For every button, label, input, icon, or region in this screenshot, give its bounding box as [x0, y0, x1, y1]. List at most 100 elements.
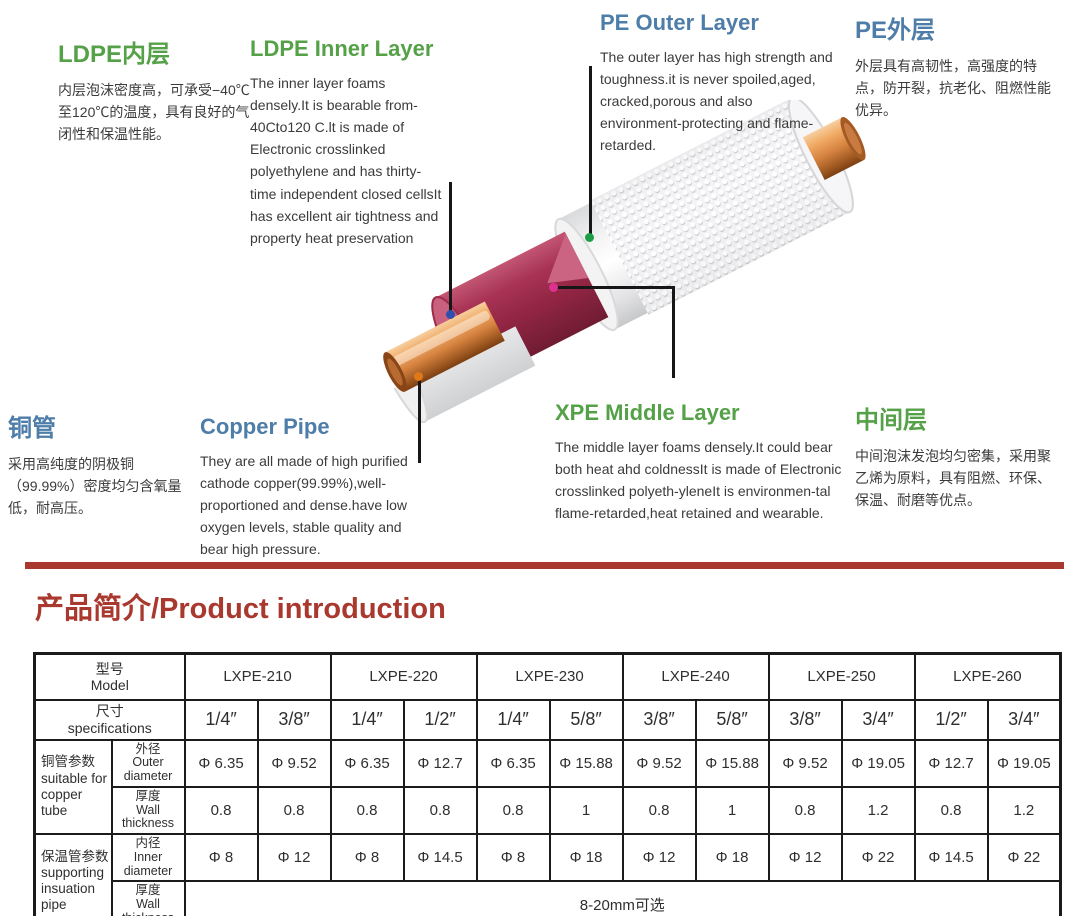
- annotation-body: 中间泡沫发泡均匀密集，采用聚乙烯为原料，具有阻燃、环保、保温、耐磨等优点。: [855, 448, 1051, 509]
- value-cell-line: 1: [727, 801, 737, 819]
- annotation-title: PE外层: [855, 17, 936, 44]
- size-cell: 1/2″: [913, 698, 989, 741]
- leader-line-ldpe: [449, 182, 452, 314]
- value-cell: Φ 19.05: [840, 738, 916, 788]
- value-cell: Φ 14.5: [402, 832, 478, 883]
- annotation-xpe-cn: 中间层 中间泡沫发泡均匀密集，采用聚乙烯为原料，具有阻燃、环保、保温、耐磨等优点…: [855, 400, 1061, 511]
- value-cell: Φ 22: [840, 832, 916, 883]
- param-label-cell-line: 外径: [135, 741, 161, 756]
- value-cell: Φ 12: [767, 832, 843, 883]
- value-cell: Φ 15.88: [694, 738, 770, 788]
- annotation-copper-en: Copper Pipe They are all made of high pu…: [200, 414, 422, 561]
- value-cell: Φ 18: [548, 832, 624, 883]
- size-cell-line: 1/4″: [351, 709, 383, 729]
- size-cell: 1/2″: [402, 698, 478, 741]
- value-cell-line: 0.8: [429, 801, 451, 819]
- size-cell: 3/8″: [621, 698, 697, 741]
- value-cell: Φ 12: [621, 832, 697, 883]
- size-label-cell-line: specifications: [67, 719, 152, 736]
- group-label-cell-line: 铜管参数: [41, 754, 95, 770]
- param-label-cell-line: Wall thickness: [121, 802, 175, 831]
- value-cell: Φ 12.7: [913, 738, 989, 788]
- pipe-illustration: [383, 100, 866, 424]
- model-cell: LXPE-230: [475, 652, 624, 701]
- value-cell: 1.2: [986, 785, 1062, 836]
- value-cell: Φ 9.52: [621, 738, 697, 788]
- value-cell: 1: [694, 785, 770, 836]
- value-cell-line: 0.8: [210, 801, 232, 819]
- size-cell-line: 1/4″: [205, 709, 237, 729]
- leader-line-copper: [418, 378, 421, 463]
- annotation-body: 内层泡沫密度高，可承受−40℃至120℃的温度，具有良好的气闭性和保温性能。: [58, 82, 250, 143]
- size-cell-line: 3/4″: [1008, 709, 1040, 729]
- annotation-title: LDPE Inner Layer: [250, 36, 434, 61]
- model-cell: LXPE-220: [329, 652, 478, 701]
- model-label-cell-line: Model: [90, 676, 129, 693]
- value-cell: 0.8: [913, 785, 989, 836]
- value-cell-line: 0.8: [356, 801, 378, 819]
- annotation-body: The outer layer has high strength and to…: [600, 49, 833, 154]
- value-cell: 0.8: [329, 785, 405, 836]
- size-cell-line: 1/2″: [424, 709, 456, 729]
- value-cell-line: Φ 6.35: [344, 754, 390, 772]
- annotation-pe-cn: PE外层 外层具有高韧性，高强度的特点，防开裂，抗老化、阻燃性能优异。: [855, 10, 1061, 121]
- model-cell-line: LXPE-230: [515, 668, 584, 686]
- size-cell: 5/8″: [548, 698, 624, 741]
- annotation-ldpe-en: LDPE Inner Layer The inner layer foams d…: [250, 36, 442, 249]
- param-label-cell-line: 厚度: [135, 788, 161, 803]
- value-cell: 0.8: [475, 785, 551, 836]
- annotation-title: LDPE内层: [58, 41, 171, 68]
- annotation-ldpe-cn: LDPE内层 内层泡沫密度高，可承受−40℃至120℃的温度，具有良好的气闭性和…: [58, 34, 250, 145]
- value-cell-line: 0.8: [940, 801, 962, 819]
- size-cell-line: 3/8″: [789, 709, 821, 729]
- value-cell-line: Φ 12: [642, 849, 676, 867]
- annotation-body: 采用高纯度的阴极铜（99.99%）密度均匀含氧量低，耐高压。: [8, 456, 182, 517]
- param-label-cell-line: Wall thickness: [122, 897, 174, 916]
- value-cell: Φ 22: [986, 832, 1062, 883]
- model-cell: LXPE-210: [183, 652, 332, 701]
- section-divider-bar: [25, 562, 1064, 569]
- value-cell: Φ 6.35: [183, 738, 259, 788]
- size-cell-line: 5/8″: [716, 709, 748, 729]
- value-cell: Φ 6.35: [475, 738, 551, 788]
- model-cell-line: LXPE-260: [953, 668, 1022, 686]
- span-value-cell-line: 8-20mm可选: [579, 897, 665, 915]
- value-cell-line: Φ 9.52: [636, 754, 682, 772]
- value-cell-line: Φ 18: [715, 849, 749, 867]
- value-cell: Φ 8: [475, 832, 551, 883]
- value-cell-line: Φ 15.88: [705, 754, 759, 772]
- section-title: 产品简介/Product introduction: [35, 593, 446, 625]
- value-cell-line: Φ 22: [861, 849, 895, 867]
- value-cell-line: Φ 12: [788, 849, 822, 867]
- value-cell-line: Φ 14.5: [417, 849, 463, 867]
- value-cell-line: 1: [581, 801, 591, 819]
- size-cell: 3/4″: [840, 698, 916, 741]
- group-label-cell-line: suitable for copper tube: [41, 770, 108, 818]
- value-cell: Φ 14.5: [913, 832, 989, 883]
- value-cell-line: Φ 22: [1007, 849, 1041, 867]
- param-label-cell-line: 厚度: [135, 883, 161, 898]
- leader-line-xpe-v: [672, 286, 675, 378]
- leader-line-pe: [589, 66, 592, 236]
- value-cell-line: Φ 6.35: [198, 754, 244, 772]
- value-cell: 0.8: [402, 785, 478, 836]
- leader-dot-pe: [585, 233, 594, 242]
- value-cell-line: Φ 8: [354, 849, 380, 867]
- value-cell-line: Φ 14.5: [928, 849, 974, 867]
- param-label-cell-line: Outer diameter: [123, 755, 173, 783]
- value-cell: Φ 12: [256, 832, 332, 883]
- value-cell: 1.2: [840, 785, 916, 836]
- value-cell-line: 1.2: [1013, 801, 1035, 819]
- annotation-xpe-en: XPE Middle Layer The middle layer foams …: [555, 400, 847, 524]
- value-cell-line: 0.8: [648, 801, 670, 819]
- param-label-cell-line: Inner diameter: [123, 849, 173, 878]
- model-cell: LXPE-260: [913, 652, 1062, 701]
